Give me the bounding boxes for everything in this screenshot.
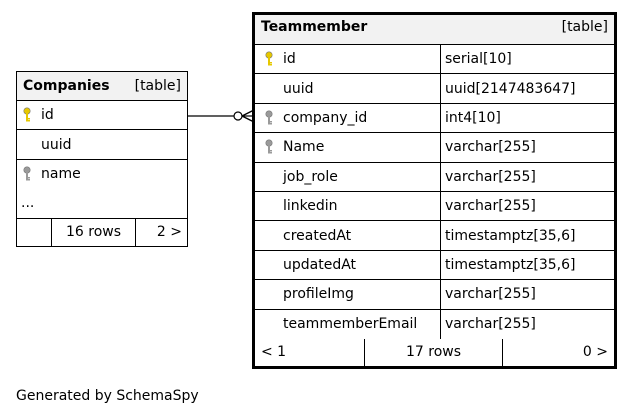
column-type: varchar[255]: [445, 286, 536, 303]
table-footer: < 1 17 rows 0 >: [255, 338, 614, 366]
column-name-cell: Name: [255, 133, 441, 162]
column-name: createdAt: [283, 227, 352, 244]
column-name: updatedAt: [283, 256, 357, 273]
companies-table[interactable]: Companies [table] id uuid name ... 16 rows…: [16, 71, 188, 247]
column-row[interactable]: id serial[10]: [255, 45, 614, 75]
column-name: id: [41, 107, 54, 124]
column-type: uuid[2147483647]: [445, 80, 576, 97]
zero-optionality-marker: [233, 111, 243, 121]
column-row[interactable]: updatedAt timestamptz[35,6]: [255, 250, 614, 281]
column-name: id: [283, 51, 296, 68]
column-row[interactable]: uuid: [17, 130, 187, 160]
relationship-count: 2 >: [156, 224, 182, 241]
column-name-cell: updatedAt: [255, 250, 441, 280]
table-kind: [table]: [561, 19, 608, 35]
index-key-icon: [259, 139, 279, 155]
primary-key-icon: [259, 51, 279, 67]
column-row[interactable]: createdAt timestamptz[35,6]: [255, 221, 614, 251]
column-name: teammemberEmail: [283, 316, 418, 333]
table-footer: 16 rows 2 >: [17, 218, 187, 246]
column-name-cell: job_role: [255, 162, 441, 191]
column-name: uuid: [41, 136, 72, 153]
column-type: timestamptz[35,6]: [445, 256, 576, 273]
teammember-table[interactable]: Teammember [table] id serial[10] uuid uuid[…: [252, 12, 617, 369]
column-type: timestamptz[35,6]: [445, 227, 576, 244]
footer-left: < 1: [255, 338, 365, 366]
column-name-cell: teammemberEmail: [255, 309, 441, 339]
column-name-cell: profileImg: [255, 280, 441, 309]
row-count: 16 rows: [52, 218, 136, 246]
relationship-count: 0 >: [582, 344, 608, 361]
table-name: Teammember: [261, 19, 368, 35]
column-row[interactable]: job_role varchar[255]: [255, 162, 614, 192]
column-row[interactable]: uuid uuid[2147483647]: [255, 74, 614, 104]
table-name: Companies: [23, 78, 110, 94]
companies-table-header: Companies [table]: [17, 72, 187, 101]
column-name-cell: uuid: [255, 74, 441, 103]
column-row[interactable]: company_id int4[10]: [255, 103, 614, 134]
footer-left: [17, 218, 52, 246]
table-kind: [table]: [134, 78, 181, 94]
row-count: 17 rows: [365, 338, 503, 366]
column-row[interactable]: name: [17, 160, 187, 189]
column-type: varchar[255]: [445, 139, 536, 156]
generated-by-caption: Generated by SchemaSpy: [16, 388, 199, 404]
column-name: profileImg: [283, 286, 354, 303]
column-row[interactable]: teammemberEmail varchar[255]: [255, 309, 614, 339]
teammember-table-header: Teammember [table]: [255, 15, 614, 45]
column-type: varchar[255]: [445, 316, 536, 333]
column-type: varchar[255]: [445, 198, 536, 215]
column-row[interactable]: id: [17, 101, 187, 131]
column-row[interactable]: Name varchar[255]: [255, 133, 614, 163]
column-name-cell: createdAt: [255, 221, 441, 250]
column-name: Name: [283, 139, 325, 156]
column-row[interactable]: linkedin varchar[255]: [255, 191, 614, 222]
column-name: job_role: [283, 168, 338, 185]
column-name-cell: linkedin: [255, 191, 441, 221]
index-key-icon: [17, 166, 37, 182]
column-type: serial[10]: [445, 51, 512, 68]
column-name-cell: id: [255, 45, 441, 74]
column-type: int4[10]: [445, 109, 501, 126]
column-name: uuid: [283, 80, 314, 97]
column-name-cell: company_id: [255, 103, 441, 133]
ellipsis-row: ...: [17, 189, 187, 219]
column-name: name: [41, 166, 81, 183]
ellipsis: ...: [21, 195, 35, 212]
primary-key-icon: [17, 107, 37, 123]
column-row[interactable]: profileImg varchar[255]: [255, 280, 614, 310]
column-type: varchar[255]: [445, 168, 536, 185]
column-name: linkedin: [283, 198, 338, 215]
foreign-key-icon: [259, 110, 279, 126]
column-name: company_id: [283, 109, 368, 126]
